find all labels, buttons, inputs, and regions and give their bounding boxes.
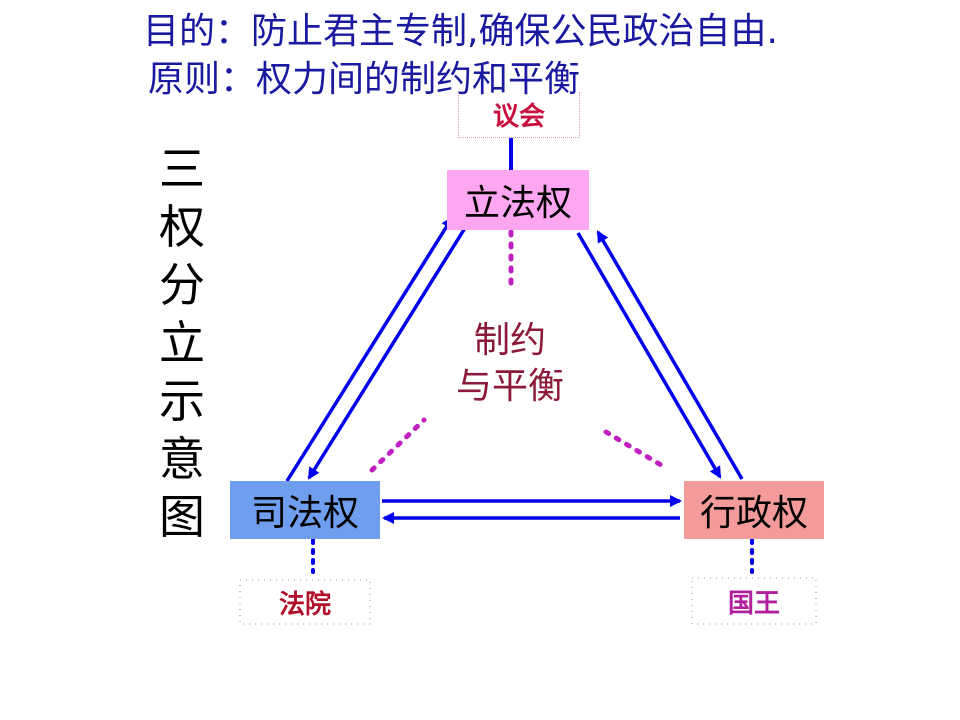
vertical-title: 三 权 分 立 示 意 图 [155, 140, 209, 546]
center-line-1: 制约 [473, 320, 546, 361]
title-char: 立 [159, 316, 205, 370]
parliament-label: 议会 [458, 92, 580, 138]
title-char: 三 [159, 142, 205, 196]
dotted-judicial-center [369, 417, 427, 473]
title-char: 示 [159, 374, 205, 428]
dotted-executive-center [603, 429, 669, 471]
arrow-executive-to-legislative [596, 230, 744, 480]
title-char: 分 [159, 258, 205, 312]
center-line-2: 与平衡 [455, 366, 564, 407]
title-char: 意 [159, 432, 205, 486]
king-label: 国王 [727, 588, 780, 619]
legislative-power-box: 立法权 [447, 170, 589, 230]
purpose-text: 目的：防止君主专制,确保公民政治自由. [143, 11, 778, 52]
title-char: 图 [159, 490, 205, 544]
title-char: 权 [159, 200, 205, 254]
arrow-legislative-to-judicial [307, 227, 467, 480]
court-label: 法院 [278, 589, 331, 620]
principle-text: 原则：权力间的制约和平衡 [148, 59, 581, 100]
judicial-power-box: 司法权 [230, 481, 380, 539]
arrow-judicial-to-legislative [285, 216, 454, 482]
center-label: 制约 与平衡 [430, 318, 590, 410]
arrow-legislative-to-executive [576, 232, 722, 479]
executive-power-box: 行政权 [684, 481, 824, 539]
